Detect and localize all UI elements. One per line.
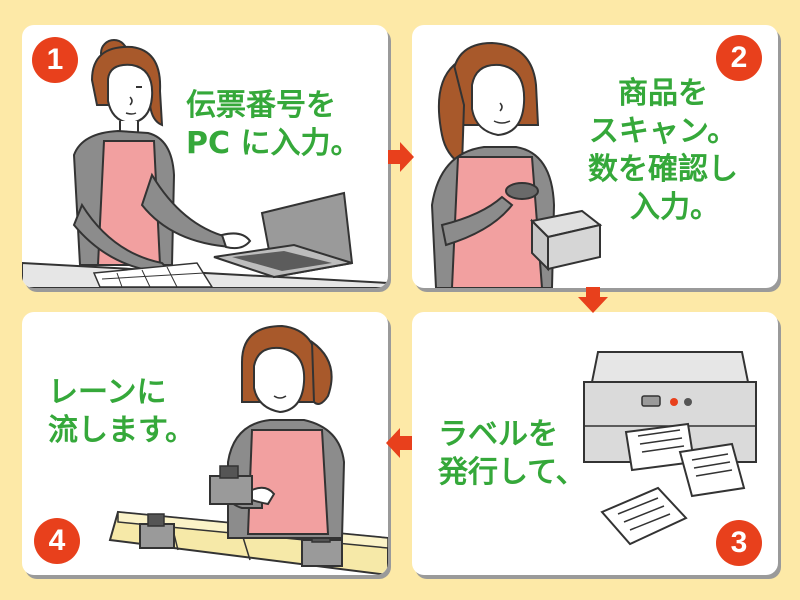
step-1-text: 伝票番号を PC に入力。 [186,87,360,163]
step-number-badge: 3 [716,520,762,566]
step-3-text: ラベルを 発行して、 [438,416,586,492]
worker-scanning-illustration [430,41,603,288]
step-2-text: 商品を スキャン。 数を確認し 入力。 [588,75,738,227]
step-text-line: スキャン。 [588,114,738,149]
step-4-text: レーンに 流します。 [48,374,195,450]
label-printer-illustration [583,351,757,546]
step-text-line: PC に入力。 [186,126,361,161]
step-text-line: ラベルを [438,417,558,452]
step-number-badge: 4 [34,518,80,564]
step-number-badge: 2 [716,35,762,81]
step-3-panel: 3 ラベルを 発行して、 [412,312,778,575]
step-text-line: 伝票番号を [186,88,336,123]
arrow-left-icon [386,428,412,458]
step-1-panel: 1 伝票番号を PC に入力。 [22,25,388,288]
step-text-line: 入力。 [630,190,720,225]
step-text-line: 商品を [618,76,708,111]
step-text-line: レーンに [48,375,167,410]
arrow-down-icon [578,287,608,313]
step-number-badge: 1 [32,37,78,83]
step-text-line: 流します。 [48,413,195,448]
step-text-line: 発行して、 [438,455,586,490]
worker-at-laptop-illustration [22,39,388,288]
worker-at-conveyor-illustration [108,324,388,575]
step-2-panel: 2 商品を スキャン。 数を確認し 入力。 [412,25,778,288]
arrow-right-icon [388,142,414,172]
step-text-line: 数を確認し [588,152,738,187]
step-4-panel: 4 レーンに 流します。 [22,312,388,575]
